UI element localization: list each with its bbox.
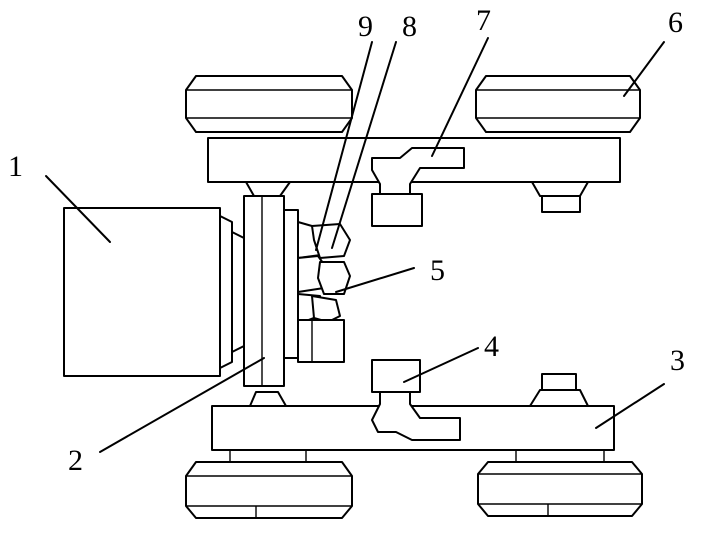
- callout-1: 1: [8, 150, 23, 183]
- wheel-top-left: [185, 75, 353, 133]
- leader-1: [45, 175, 111, 243]
- leader-2: [99, 357, 265, 453]
- callout-9: 9: [358, 10, 373, 43]
- leader-5: [335, 267, 415, 293]
- callout-2: 2: [68, 444, 83, 477]
- leader-9: [315, 41, 373, 251]
- wheel-bottom-left: [185, 461, 353, 519]
- top-right-mount: [531, 181, 589, 213]
- callout-3: 3: [670, 344, 685, 377]
- leader-7: [431, 37, 489, 157]
- transmission-housing: [243, 195, 299, 387]
- bottom-left-mount: [249, 391, 287, 407]
- top-cylinder-block: [371, 193, 423, 227]
- wheel-bottom-right: [477, 461, 643, 517]
- leader-4: [403, 347, 479, 383]
- leader-8: [331, 41, 397, 249]
- top-pipe: [371, 147, 465, 195]
- callout-6: 6: [668, 6, 683, 39]
- engine-block: [63, 207, 245, 377]
- leader-6: [623, 41, 665, 97]
- callout-labels: 1 2 3 4 5 6 7 8 9: [8, 4, 685, 477]
- callout-5: 5: [430, 254, 445, 287]
- callout-8: 8: [402, 10, 417, 43]
- leader-lines: [45, 37, 665, 453]
- bottom-pipe: [371, 391, 461, 441]
- top-left-mount: [245, 181, 291, 197]
- bottom-cylinder-block: [371, 359, 421, 393]
- leader-3: [595, 383, 665, 429]
- wheel-top-right: [475, 75, 641, 133]
- bottom-right-mount: [529, 373, 589, 407]
- callout-4: 4: [484, 330, 499, 363]
- gearbox-cluster: [297, 221, 351, 363]
- callout-7: 7: [476, 4, 491, 37]
